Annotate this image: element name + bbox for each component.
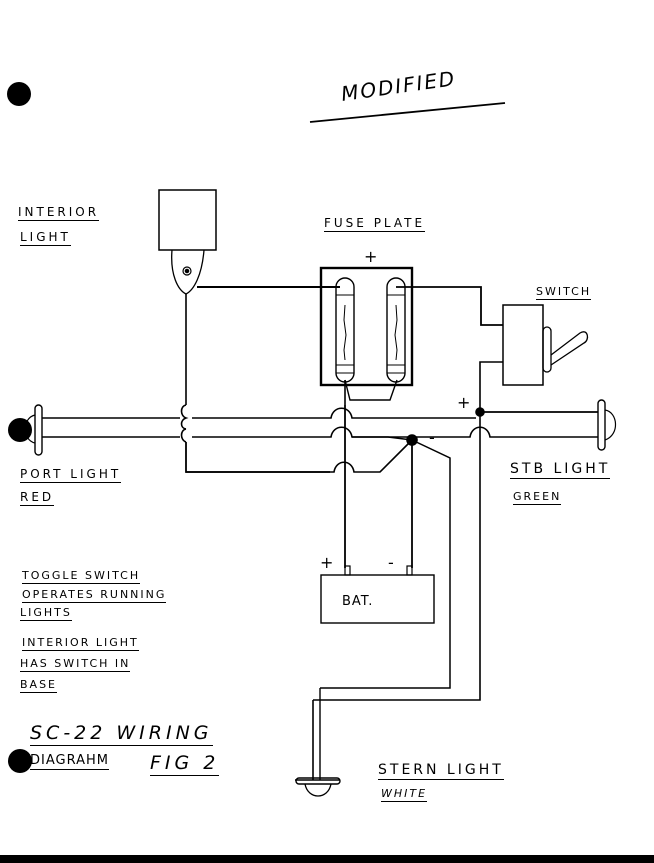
fuse-plate-polarity: + [364,247,378,266]
interior-note-line3: BASE [20,678,58,693]
fuse-plate-label: FUSE PLATE [324,216,426,232]
interior-note-line1: INTERIOR LIGHT [22,636,139,651]
junction-negative-polarity: - [429,428,435,447]
stb-light-color: GREEN [513,490,562,505]
battery-positive: + [320,553,334,572]
stb-light-symbol [597,399,617,451]
stern-light-base [295,777,341,785]
interior-note-line2: HAS SWITCH IN [20,657,131,672]
title-line1: SC-22 WIRING [30,722,213,746]
stb-polarity: + [457,393,471,412]
interior-light-label-line2: LIGHT [20,230,71,246]
fuse-plate-symbol [319,266,414,387]
battery-label: BAT. [342,594,374,609]
interior-light-symbol [158,189,217,295]
battery-negative: - [388,553,394,572]
scan-edge-bar [0,855,654,863]
figure-number: FIG 2 [150,752,220,776]
toggle-note-line1: TOGGLE SWITCH [22,569,141,584]
toggle-note-line2: OPERATES RUNNING [22,588,167,603]
port-light-label: PORT LIGHT [20,467,122,483]
battery-symbol [320,565,435,624]
stern-light-dome [304,783,332,797]
port-light-symbol [24,404,43,456]
negative-junction-dot [406,434,418,446]
interior-light-label-line1: INTERIOR [18,205,100,221]
stb-light-label: STB LIGHT [510,461,611,479]
punch-hole-bottom [8,749,32,773]
port-light-color: RED [20,490,55,506]
title-line2: DIAGRAHM [30,753,109,770]
switch-label: SWITCH [536,285,592,300]
modified-underline [309,102,506,123]
toggle-switch-symbol [502,304,589,386]
stern-light-label: STERN LIGHT [378,762,504,780]
punch-hole-top [7,82,31,106]
toggle-note-line3: LIGHTS [20,606,72,621]
stern-light-color: WHITE [381,787,428,802]
